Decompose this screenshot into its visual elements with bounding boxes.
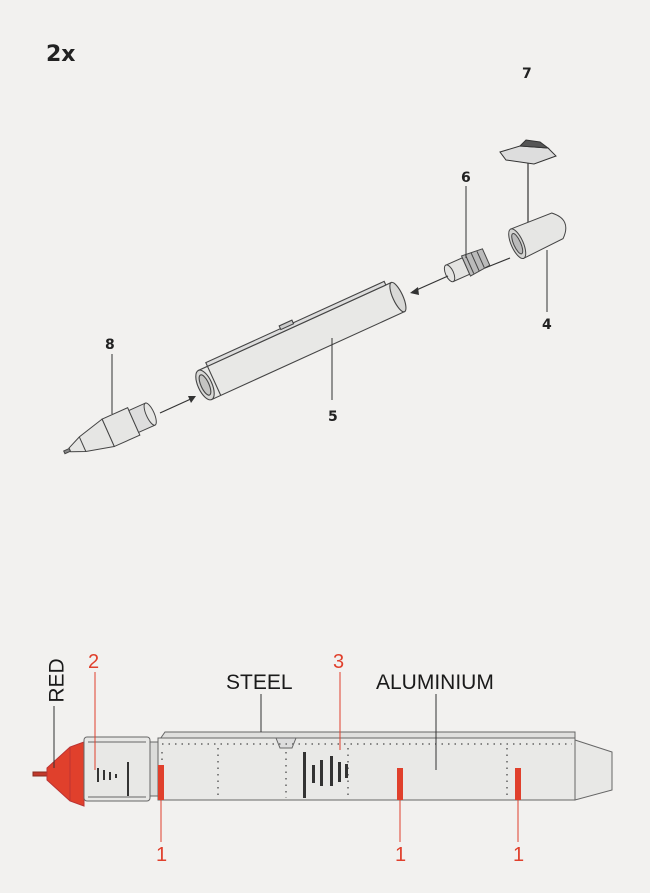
red-band-3 (515, 768, 521, 800)
quantity-label: 2x (46, 42, 76, 67)
part-8-fuze (63, 402, 157, 455)
red-band-1 (158, 765, 164, 800)
stencil-text (97, 752, 348, 798)
part-4-tail-cone (508, 212, 567, 260)
part-7-fin (499, 139, 557, 165)
band-label-3: 1 (513, 844, 525, 866)
arrow-4-6 (484, 257, 511, 269)
part-label-8: 8 (105, 337, 115, 353)
part-label-4: 4 (542, 317, 552, 333)
aluminium-label: ALUMINIUM (376, 671, 494, 694)
part-label-6: 6 (461, 170, 471, 186)
profile-rocket (32, 731, 613, 807)
part-label-7: 7 (522, 66, 532, 82)
decal-label-3: 3 (333, 651, 345, 673)
arrow-8-5 (159, 397, 194, 414)
band-label-1: 1 (156, 844, 168, 866)
part-5-rocket-tube (195, 280, 407, 401)
decal-label-2: 2 (88, 651, 100, 673)
steel-label: STEEL (226, 671, 293, 694)
red-color-label: RED (45, 658, 69, 703)
part-6-fuze-adapter (443, 248, 491, 283)
red-band-2 (397, 768, 403, 800)
band-label-2: 1 (395, 844, 407, 866)
part-label-5: 5 (328, 409, 338, 425)
probe-tip (32, 771, 48, 777)
